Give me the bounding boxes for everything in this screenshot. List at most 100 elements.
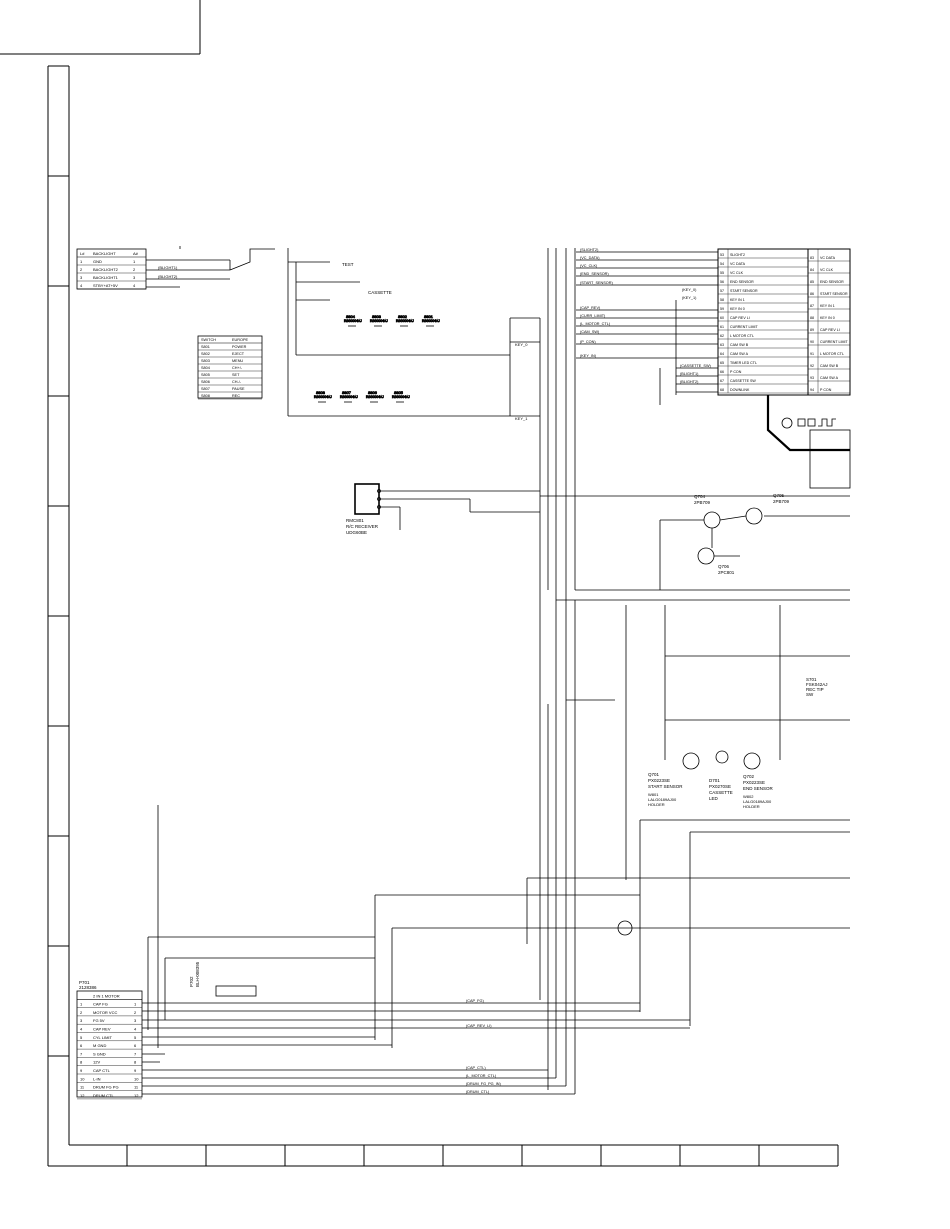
table-cell: S806 (201, 380, 210, 384)
cassette-label: CASSETTE (368, 290, 392, 295)
table-cell: 9 (80, 1068, 83, 1073)
key-net-label: KEY_0 (515, 342, 528, 347)
key-switch-matrix: S804RSG0004AJS803RSG0004AJS802RSG0004AJS… (287, 248, 541, 1000)
sheet-frame (47, 65, 839, 1167)
table-cell: CYL LIMIT (93, 1035, 113, 1040)
pin-name: CAM SW B (820, 364, 839, 368)
svg-text:2PB709: 2PB709 (773, 499, 790, 504)
pin-number: 56 (720, 280, 724, 284)
switch-part: RSG0004AJ (396, 319, 414, 323)
table-header: A# (133, 251, 139, 256)
pin-number: 94 (810, 388, 814, 392)
table-cell: DRUM CTL (93, 1093, 114, 1098)
pin-name: START SENSOR (820, 292, 848, 296)
table-cell: MOTOR VCC (93, 1010, 117, 1015)
table-cell: 11 (134, 1085, 139, 1090)
switch-ref: S807 (342, 391, 351, 395)
bus-label: (DRUM_FG_PG_IN) (466, 1082, 502, 1086)
bus-label: (L_MOTOR_CTL) (466, 1074, 497, 1078)
svg-text:START SENSOR: START SENSOR (648, 784, 683, 789)
net-label: (START_SENSOR) (580, 281, 614, 285)
svg-text:Q701: Q701 (648, 772, 660, 777)
pin-number: 83 (810, 256, 814, 260)
table-cell: 3 (133, 275, 136, 280)
pin-number: 92 (810, 364, 814, 368)
pin-name: KEY IN 0 (820, 316, 835, 320)
pin-number: 84 (810, 268, 814, 272)
table-cell: POWER (232, 345, 247, 349)
pin-number: 91 (810, 352, 814, 356)
net-label: (CAM_SW) (580, 330, 600, 334)
table-cell: BACKLIGHT1 (93, 275, 119, 280)
svg-text:FSK042AJ: FSK042AJ (806, 682, 828, 687)
table-cell: CAP REV (93, 1027, 111, 1032)
pin-name: CAM SW B (730, 343, 749, 347)
table-cell: S804 (201, 366, 210, 370)
title-block-corner (0, 0, 201, 55)
remote-receiver: RMC801 R/C RECEIVER UDG60BE (346, 483, 540, 535)
svg-text:LED: LED (709, 796, 719, 801)
pin-number: 87 (810, 304, 814, 308)
table-cell: S802 (201, 352, 210, 356)
switch-part: RSG0004AJ (314, 395, 332, 399)
table-cell: CAP FG (93, 1002, 108, 1007)
table-cell: 8 (80, 1060, 83, 1065)
pin-number: 54 (720, 262, 724, 266)
net-label: (VC_CLK) (580, 264, 598, 268)
table-cell: 10 (80, 1076, 85, 1081)
table-cell: M GND (93, 1043, 106, 1048)
pin-name: VC DATA (730, 262, 746, 266)
d701-label: D701 PX0270SE CASSETTE LED (709, 778, 733, 801)
net-label: (KEY_1) (682, 296, 697, 300)
pin-name: L MOTOR CTL (730, 334, 754, 338)
net-label: (BLIGHT1) (158, 265, 178, 270)
table-cell: 5 (134, 1035, 137, 1040)
svg-text:Q702: Q702 (743, 774, 755, 779)
net-label: (CASSETTE_SW) (680, 364, 712, 368)
table-cell: 9 (134, 1068, 137, 1073)
table-cell: 1 (80, 259, 83, 264)
pin-number: 85 (810, 280, 814, 284)
mcu-input-nets (547, 248, 718, 640)
pin-name: CURRENT LIMIT (820, 340, 848, 344)
switch-part: RSG0004AJ (344, 319, 362, 323)
net-label: (END_SENSOR) (580, 272, 609, 276)
pin-name: START SENSOR (730, 289, 758, 293)
table-cell: 1 (133, 259, 136, 264)
table-cell: S805 (201, 373, 210, 377)
net-label: (KEY_0) (682, 288, 697, 292)
pin-number: 93 (810, 376, 814, 380)
table-cell: 4 (80, 1027, 83, 1032)
svg-text:PX0223SE: PX0223SE (648, 778, 670, 783)
vertical-signal-runs (147, 600, 850, 1090)
q702-label: Q702 PX0223SE END SENSOR W802 LALG0189AJ… (743, 774, 774, 809)
svg-text:HOLDER: HOLDER (743, 804, 760, 809)
svg-text:BLH-008395: BLH-008395 (195, 961, 200, 987)
pin-name: END SENSOR (730, 280, 754, 284)
table-cell: 10 (134, 1076, 139, 1081)
component-part: 2128386 (79, 985, 97, 990)
svg-text:D701: D701 (709, 778, 720, 783)
svg-text:2PB709: 2PB709 (694, 500, 711, 505)
net-label: (VC_DATA) (580, 256, 600, 260)
table-cell: S GND (93, 1051, 106, 1056)
test-label: TEST (342, 262, 354, 267)
table-cell: 3 (80, 1018, 83, 1023)
svg-text:PX0270SE: PX0270SE (709, 784, 731, 789)
pin-name: CAM SW A (820, 376, 839, 380)
table-cell: 4 (80, 283, 83, 288)
net-label: (SLIGHT2) (580, 248, 599, 252)
svg-text:CASSETTE: CASSETTE (709, 790, 733, 795)
component-desc: R/C RECEIVER (346, 524, 379, 529)
table-cell: 1 (134, 1002, 137, 1007)
table-cell: STBY+AT+5V (93, 283, 118, 288)
svg-text:P702: P702 (189, 976, 194, 987)
bus-label: (DRUM_CTL) (466, 1090, 490, 1094)
pin-number: 86 (810, 292, 814, 296)
pin-name: P CON (820, 388, 832, 392)
pin-number: 89 (810, 328, 814, 332)
table-cell: 12V (93, 1060, 100, 1065)
pin-name: CAP REV LI (820, 328, 840, 332)
pin-name: CURRENT LIMIT (730, 325, 758, 329)
